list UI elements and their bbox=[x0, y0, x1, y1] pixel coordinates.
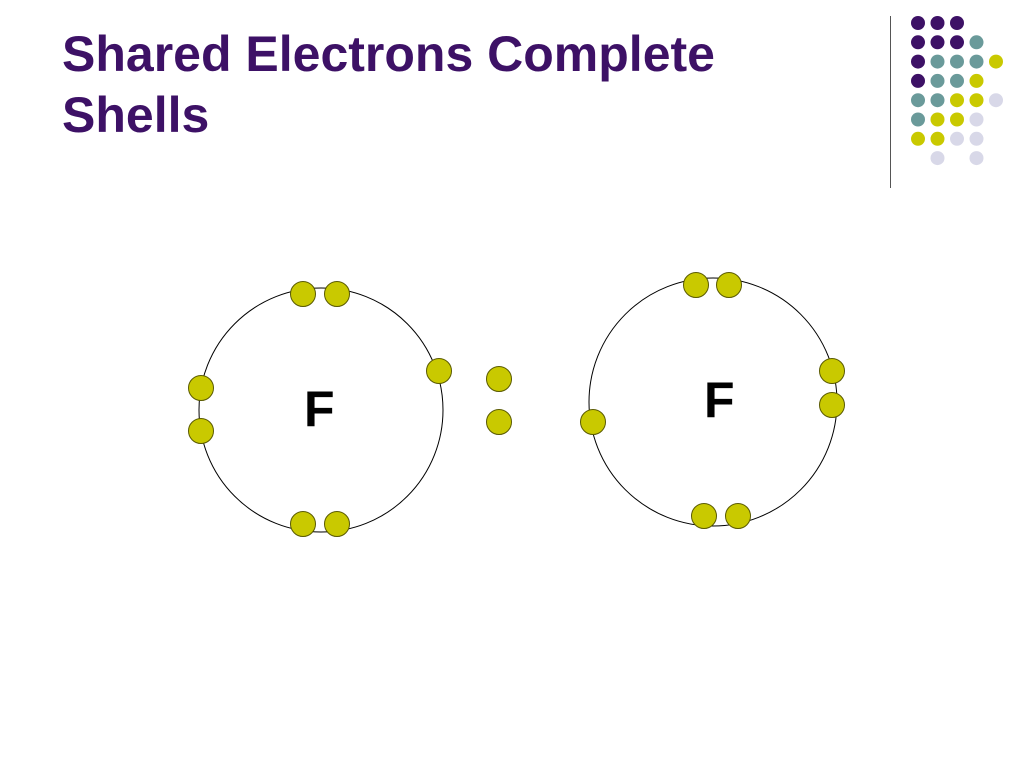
left-atom-symbol: F bbox=[304, 381, 335, 437]
decorative-dot bbox=[930, 16, 945, 30]
slide-title-line-1: Shared Electrons Complete bbox=[62, 26, 715, 82]
decorative-dot bbox=[950, 73, 964, 88]
left-atom-shell bbox=[198, 287, 444, 533]
decorative-dot bbox=[969, 35, 984, 50]
decorative-dot bbox=[911, 35, 925, 50]
decorative-dot bbox=[969, 54, 984, 69]
decorative-dot bbox=[950, 35, 964, 50]
electron-dot bbox=[716, 272, 742, 298]
decorative-dot bbox=[911, 112, 925, 127]
decorative-dot bbox=[930, 93, 945, 108]
electron-dot bbox=[290, 281, 316, 307]
electron-dot bbox=[683, 272, 709, 298]
electron-dot bbox=[188, 375, 214, 401]
decorative-dot bbox=[989, 93, 1003, 108]
electron-dot bbox=[290, 511, 316, 537]
slide-title-line-2: Shells bbox=[62, 87, 210, 143]
decorative-dot bbox=[930, 54, 945, 69]
decorative-dot bbox=[911, 54, 925, 69]
decorative-dot bbox=[950, 54, 964, 69]
electron-dot bbox=[819, 392, 845, 418]
electron-dot bbox=[486, 366, 512, 392]
decorative-dot bbox=[950, 112, 964, 127]
electron-dot bbox=[580, 409, 606, 435]
decorative-dot bbox=[950, 16, 964, 30]
electron-dot bbox=[486, 409, 512, 435]
decorative-dot bbox=[911, 73, 925, 88]
electron-dot bbox=[188, 418, 214, 444]
decorative-dot bbox=[930, 35, 945, 50]
decorative-dot bbox=[950, 131, 964, 146]
decorative-dot bbox=[969, 93, 984, 108]
decorative-dot bbox=[930, 73, 945, 88]
electron-dot bbox=[426, 358, 452, 384]
electron-dot bbox=[324, 281, 350, 307]
decorative-divider bbox=[890, 16, 891, 188]
electron-dot bbox=[324, 511, 350, 537]
electron-dot bbox=[691, 503, 717, 529]
decorative-dot bbox=[969, 131, 984, 146]
decorative-dot bbox=[989, 54, 1003, 69]
slide-title: Shared Electrons Complete Shells bbox=[62, 24, 842, 146]
decorative-dot bbox=[911, 131, 925, 146]
electron-dot bbox=[819, 358, 845, 384]
decorative-dot bbox=[950, 93, 964, 108]
decorative-dot-grid bbox=[911, 16, 1003, 166]
electron-dot bbox=[725, 503, 751, 529]
decorative-dot bbox=[969, 151, 984, 166]
decorative-dot bbox=[911, 93, 925, 108]
decorative-dot bbox=[911, 16, 925, 30]
decorative-dot bbox=[969, 73, 984, 88]
right-atom-symbol: F bbox=[704, 372, 735, 428]
decorative-dot bbox=[969, 112, 984, 127]
decorative-dot bbox=[930, 131, 945, 146]
decorative-dot bbox=[930, 151, 945, 166]
decorative-dot bbox=[930, 112, 945, 127]
